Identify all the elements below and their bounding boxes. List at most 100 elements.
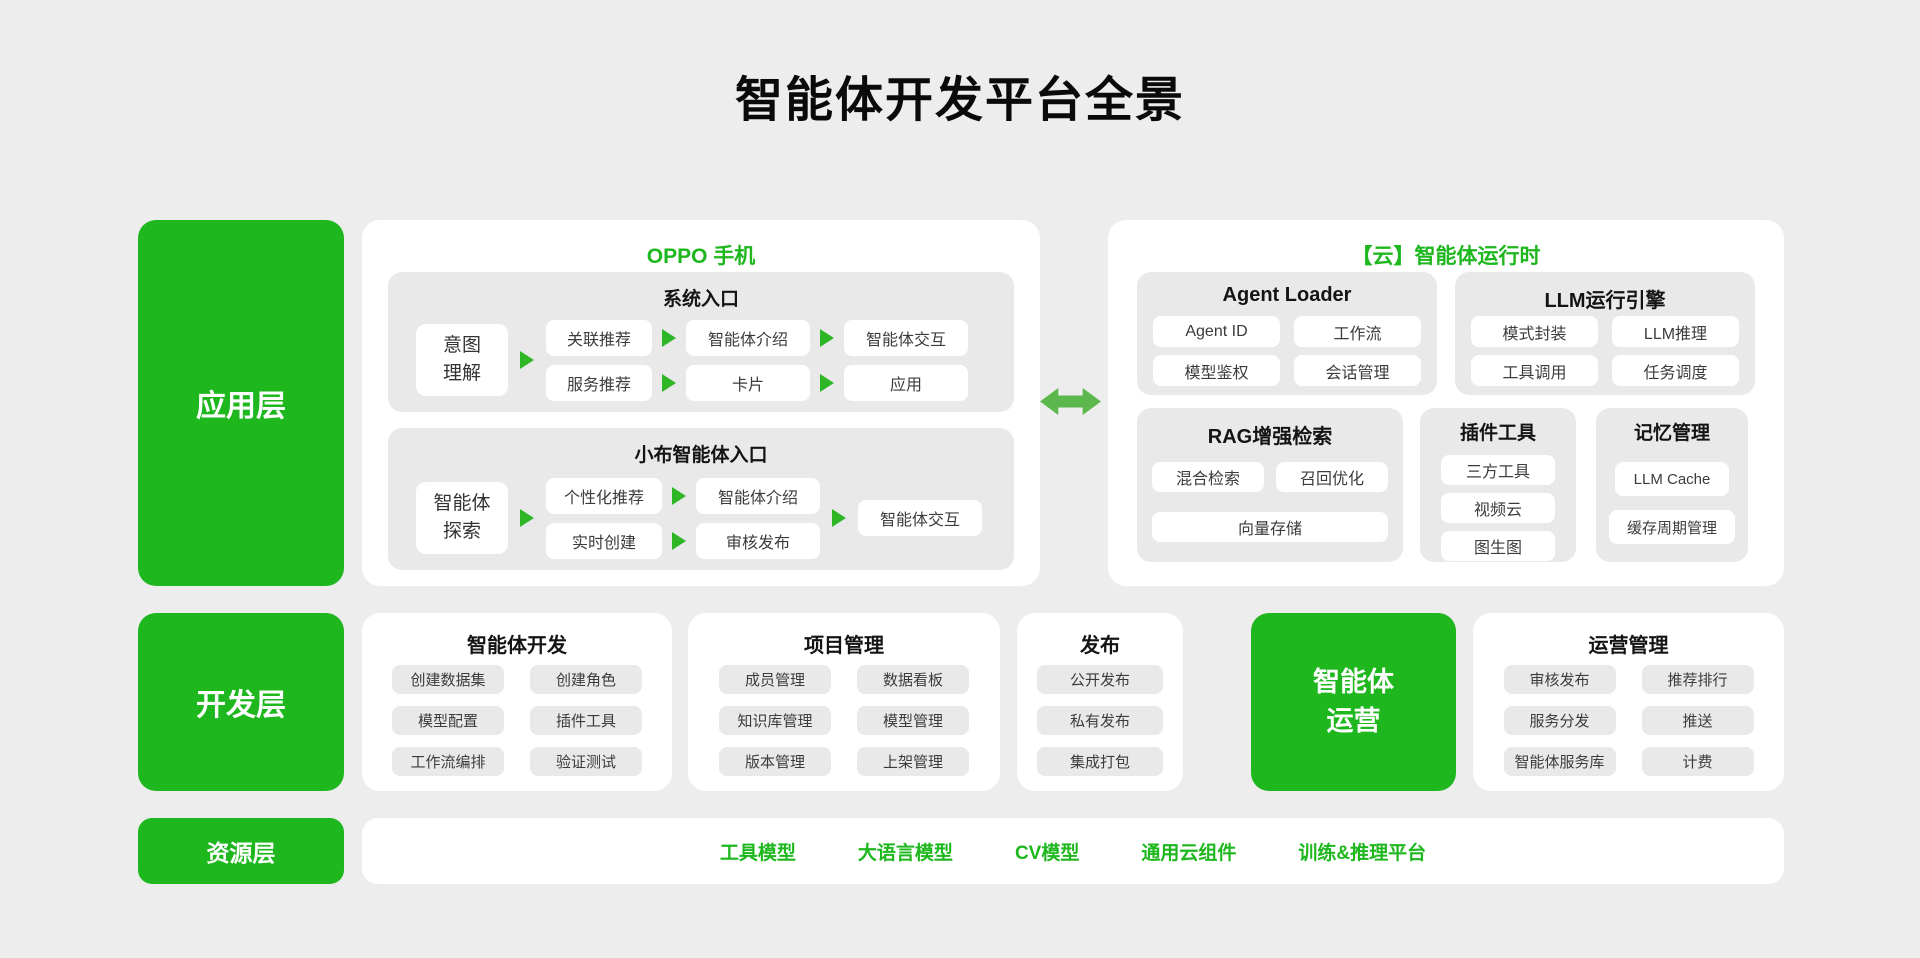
llm-engine-title: LLM运行引擎 bbox=[1544, 290, 1666, 312]
resource-panel: 工具模型 大语言模型 CV模型 通用云组件 训练&推理平台 bbox=[362, 818, 1784, 884]
resource-train-inference-platform: 训练&推理平台 bbox=[1298, 842, 1427, 864]
chip-data-dashboard: 数据看板 bbox=[857, 665, 969, 694]
chip-recall-optimize: 召回优化 bbox=[1276, 462, 1388, 492]
layer-label-development: 开发层 bbox=[196, 689, 286, 722]
chip-model-config: 模型配置 bbox=[392, 706, 504, 735]
explore-line2: 探索 bbox=[442, 521, 481, 542]
chip-cache-lifecycle: 缓存周期管理 bbox=[1609, 510, 1735, 544]
ops-mgmt-panel: 运营管理 审核发布 推荐排行 服务分发 推送 智能体服务库 计费 bbox=[1473, 613, 1784, 791]
flow-arrow-icon bbox=[520, 509, 534, 527]
oppo-panel-title: OPPO 手机 bbox=[646, 245, 756, 268]
chip-hybrid-search: 混合检索 bbox=[1152, 462, 1264, 492]
llm-engine-group: LLM运行引擎 模式封装 LLM推理 工具调用 任务调度 bbox=[1455, 272, 1755, 395]
memory-group: 记忆管理 LLM Cache 缓存周期管理 bbox=[1596, 408, 1748, 562]
chip-push: 推送 bbox=[1641, 706, 1754, 735]
intent-line1: 意图 bbox=[442, 335, 481, 356]
layer-label-application: 应用层 bbox=[196, 390, 286, 423]
chip-service-distribution: 服务分发 bbox=[1503, 706, 1616, 735]
resource-cloud-components: 通用云组件 bbox=[1141, 842, 1237, 864]
system-entry-flow: 意图 理解 关联推荐 智能体介绍 智能体交互 服务推荐 卡片 bbox=[416, 318, 1002, 402]
flow-arrow-icon bbox=[820, 328, 834, 347]
chip-agent-intro-2: 智能体介绍 bbox=[696, 477, 820, 514]
chip-service-recommend: 服务推荐 bbox=[546, 364, 652, 401]
memory-title: 记忆管理 bbox=[1633, 423, 1710, 444]
chip-related-recommend: 关联推荐 bbox=[546, 319, 652, 356]
resource-tool-models: 工具模型 bbox=[719, 842, 796, 864]
chip-create-dataset: 创建数据集 bbox=[392, 665, 504, 694]
chip-review-publish-ops: 审核发布 bbox=[1503, 665, 1616, 694]
chip-session-mgmt: 会话管理 bbox=[1294, 355, 1421, 386]
plugin-tools-group: 插件工具 三方工具 视频云 图生图 bbox=[1420, 408, 1576, 562]
intent-line2: 理解 bbox=[442, 363, 481, 384]
bidirectional-arrow-icon bbox=[1040, 388, 1101, 415]
agent-ops-block: 智能体 运营 bbox=[1251, 613, 1456, 791]
explore-line1: 智能体 bbox=[433, 493, 491, 514]
page-title: 智能体开发平台全景 bbox=[734, 74, 1185, 127]
chip-mode-wrap: 模式封装 bbox=[1471, 316, 1598, 347]
system-entry-title: 系统入口 bbox=[662, 289, 739, 310]
intent-understanding-node: 意图 理解 bbox=[416, 324, 508, 396]
chip-plugin-tools: 插件工具 bbox=[530, 706, 642, 735]
agent-ops-line1: 智能体 bbox=[1313, 666, 1394, 697]
chip-llm-cache: LLM Cache bbox=[1615, 462, 1729, 496]
chip-tool-call: 工具调用 bbox=[1471, 355, 1598, 386]
ops-mgmt-title: 运营管理 bbox=[1588, 635, 1669, 657]
layer-block-application: 应用层 bbox=[138, 220, 344, 586]
xiaobu-entry-flow: 智能体 探索 个性化推荐 智能体介绍 实时创建 审核发布 bbox=[416, 476, 1002, 560]
chip-member-mgmt: 成员管理 bbox=[719, 665, 831, 694]
chip-img2img: 图生图 bbox=[1441, 531, 1555, 561]
chip-integration-package: 集成打包 bbox=[1037, 747, 1163, 776]
chip-thirdparty-tools: 三方工具 bbox=[1441, 455, 1555, 485]
plugin-tools-title: 插件工具 bbox=[1459, 423, 1536, 444]
flow-arrow-icon bbox=[520, 351, 534, 369]
chip-version-mgmt: 版本管理 bbox=[719, 747, 831, 776]
project-mgmt-title: 项目管理 bbox=[804, 635, 884, 657]
chip-app: 应用 bbox=[844, 364, 968, 401]
flow-arrow-icon bbox=[662, 373, 676, 392]
chip-workflow: 工作流 bbox=[1294, 316, 1421, 347]
chip-agent-service-library: 智能体服务库 bbox=[1503, 747, 1616, 776]
xiaobu-entry-title: 小布智能体入口 bbox=[634, 445, 768, 466]
chip-kb-mgmt: 知识库管理 bbox=[719, 706, 831, 735]
chip-private-publish: 私有发布 bbox=[1037, 706, 1163, 735]
agent-loader-group: Agent Loader Agent ID 工作流 模型鉴权 会话管理 bbox=[1137, 272, 1437, 395]
chip-agent-interaction-2: 智能体交互 bbox=[858, 500, 982, 536]
publish-title: 发布 bbox=[1080, 635, 1120, 657]
chip-model-mgmt: 模型管理 bbox=[857, 706, 969, 735]
chip-vector-store: 向量存储 bbox=[1152, 512, 1388, 542]
chip-verify-test: 验证测试 bbox=[530, 747, 642, 776]
chip-agent-id: Agent ID bbox=[1153, 316, 1280, 347]
flow-arrow-icon bbox=[672, 486, 686, 505]
chip-create-role: 创建角色 bbox=[530, 665, 642, 694]
flow-arrow-icon bbox=[820, 373, 834, 392]
chip-agent-interaction: 智能体交互 bbox=[844, 319, 968, 356]
chip-model-auth: 模型鉴权 bbox=[1153, 355, 1280, 386]
chip-card: 卡片 bbox=[686, 364, 810, 401]
chip-billing: 计费 bbox=[1641, 747, 1754, 776]
layer-block-resource: 资源层 bbox=[138, 818, 344, 884]
layer-label-resource: 资源层 bbox=[206, 840, 276, 866]
chip-task-schedule: 任务调度 bbox=[1612, 355, 1739, 386]
chip-llm-inference: LLM推理 bbox=[1612, 316, 1739, 347]
chip-video-cloud: 视频云 bbox=[1441, 493, 1555, 523]
rag-group: RAG增强检索 混合检索 召回优化 向量存储 bbox=[1137, 408, 1403, 562]
chip-personalized-recommend: 个性化推荐 bbox=[546, 477, 662, 514]
flow-arrow-icon bbox=[662, 328, 676, 347]
chip-recommend-ranking: 推荐排行 bbox=[1641, 665, 1754, 694]
rag-title: RAG增强检索 bbox=[1207, 426, 1333, 448]
chip-workflow-orchestration: 工作流编排 bbox=[392, 747, 504, 776]
resource-llm: 大语言模型 bbox=[857, 842, 953, 864]
cloud-runtime-panel: 【云】智能体运行时 Agent Loader Agent ID 工作流 模型鉴权… bbox=[1108, 220, 1784, 586]
agent-dev-panel: 智能体开发 创建数据集 创建角色 模型配置 插件工具 工作流编排 验证测试 bbox=[362, 613, 672, 791]
resource-cv-models: CV模型 bbox=[1014, 842, 1080, 864]
flow-arrow-icon bbox=[672, 531, 686, 550]
chip-realtime-create: 实时创建 bbox=[546, 522, 662, 559]
chip-review-publish: 审核发布 bbox=[696, 522, 820, 559]
flow-arrow-icon bbox=[832, 509, 846, 527]
layer-block-development: 开发层 bbox=[138, 613, 344, 791]
agent-loader-title: Agent Loader bbox=[1222, 284, 1352, 306]
project-mgmt-panel: 项目管理 成员管理 数据看板 知识库管理 模型管理 版本管理 上架管理 bbox=[688, 613, 1000, 791]
oppo-phone-panel: OPPO 手机 系统入口 意图 理解 关联推荐 智能体介绍 智能体交互 bbox=[362, 220, 1040, 586]
cloud-panel-title: 【云】智能体运行时 bbox=[1351, 245, 1541, 268]
